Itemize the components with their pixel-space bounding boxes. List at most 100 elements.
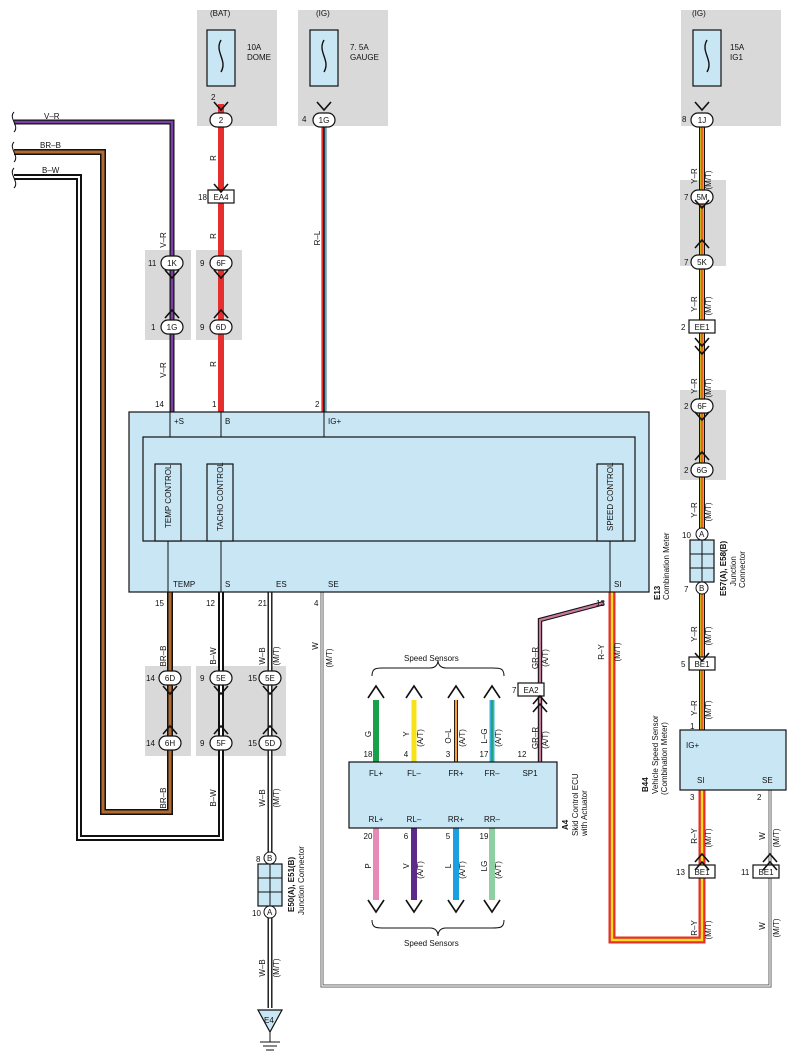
wire-w-se — [320, 592, 772, 988]
ecu-bottom-term: RR+ — [448, 815, 465, 824]
wire-v-r — [14, 119, 175, 412]
wire-color-label: (M/T) — [704, 700, 713, 719]
ecu-name1: Skid Control ECU — [571, 773, 580, 836]
wire-color-label: P — [364, 863, 373, 868]
ecu-top-pin: 12 — [518, 750, 527, 759]
wire-color-label: BR–B — [159, 788, 168, 809]
wire-color-label: B–W — [209, 647, 218, 665]
connector-6h: 6H — [158, 735, 182, 751]
ecu-bottom-pin: 5 — [446, 832, 451, 841]
connector-chevrons — [162, 101, 778, 871]
wire-color-label: L — [444, 863, 453, 868]
speed-control-label: SPEED CONTROL — [606, 462, 615, 531]
meter-term-se: SE — [328, 580, 339, 589]
connector-5e-b-id: 5E — [265, 674, 275, 683]
ecu-name2: with Actuator — [580, 790, 589, 837]
connector-dome: 2 — [209, 112, 233, 128]
wire-break-marks — [11, 111, 17, 189]
ecu-top-pin: 4 — [404, 750, 409, 759]
wire-color-label: (A/T) — [458, 729, 467, 747]
left-wire-labels: V–R BR–B B–W — [40, 112, 61, 175]
ecu-bottom-term: RL– — [407, 815, 422, 824]
ecu-top-term: FL– — [407, 769, 421, 778]
wire-color-label: W — [311, 642, 320, 650]
vss-term-ig: IG+ — [686, 741, 699, 750]
meter-pin-s2: 12 — [206, 599, 215, 608]
connector-1k: 1K — [160, 255, 184, 271]
5m-pin: 7 — [684, 193, 689, 202]
jc-left-labels: 8 B 10 A E50(A), E51(B) Junction Connect… — [252, 846, 306, 918]
connector-ea2: EA2 — [517, 682, 545, 697]
wire-color-label: V–R — [159, 232, 168, 248]
gauge-fuse-icon — [309, 29, 339, 87]
meter-term-si: SI — [614, 580, 622, 589]
ground-icon — [256, 1009, 284, 1051]
wire-color-label: R–Y — [597, 644, 606, 660]
ea2-pin: 7 — [512, 686, 517, 695]
connector-5m-id: 5M — [696, 193, 707, 202]
gauge-pin: 4 — [302, 115, 307, 124]
jc-right-top-pin: 10 — [682, 531, 691, 540]
meter-term-es: ES — [276, 580, 287, 589]
6f-pin: 9 — [200, 259, 205, 268]
bat-supply-label: (BAT) — [210, 9, 231, 18]
temp-control-label: TEMP CONTROL — [164, 464, 173, 528]
tacho-control-label: TACHO CONTROL — [216, 462, 225, 531]
wire-color-label: Y–R — [690, 626, 699, 642]
e4-ground-label: E4 — [264, 1016, 274, 1025]
jc-right-bot-pin: 7 — [684, 585, 689, 594]
meter-term-temp: TEMP — [173, 580, 195, 589]
wire-color-label: (M/T) — [704, 920, 713, 939]
connector-5e-b: 5E — [258, 670, 282, 686]
wire-color-label: LG — [480, 861, 489, 872]
wire-color-label: O–L — [444, 728, 453, 744]
jc-left-name: Junction Connector — [297, 846, 306, 915]
connector-ig1-id: 1J — [698, 116, 706, 125]
vss-code: B44 — [641, 777, 650, 792]
speed-sensors-bottom-label: Speed Sensors — [404, 939, 459, 948]
meter-term-s: +S — [174, 417, 184, 426]
ecu-bottom-term: RL+ — [369, 815, 384, 824]
wire-r-l — [321, 126, 327, 412]
connector-5d: 5D — [258, 735, 282, 751]
gauge-fuse-name: GAUGE — [350, 53, 379, 62]
wire-color-label: G — [364, 731, 373, 737]
jc-right-top-letter: A — [699, 530, 705, 539]
connector-6g: 6G — [690, 462, 714, 478]
gauge-fuse-rating: 7. 5A — [350, 43, 369, 52]
wire-color-label: GR–R — [531, 727, 540, 749]
ecu-bottom-term: RR– — [484, 815, 501, 824]
wire-color-label: R–Y — [690, 828, 699, 844]
wire-color-label: V–R — [159, 362, 168, 378]
jc-left-code: E50(A), E51(B) — [287, 857, 296, 912]
connector-be1-b-id: BE1 — [694, 868, 710, 877]
connector-5k-id: 5K — [697, 258, 707, 267]
connector-be1-c: BE1 — [752, 864, 780, 879]
wire-color-label: (A/T) — [541, 649, 550, 667]
wire-color-label: (M/T) — [272, 958, 281, 977]
wire-color-label: B–W — [209, 789, 218, 807]
vss-name2: (Combination Meter) — [660, 722, 669, 795]
wire-color-label: R–L — [313, 230, 322, 245]
dome-fuse-name: DOME — [247, 53, 271, 62]
tacho-control-box — [206, 463, 234, 542]
connector-1g: 1G — [160, 319, 184, 335]
jc-left-top-pin: 8 — [256, 855, 261, 864]
ecu-bottom-pin: 6 — [404, 832, 409, 841]
wire-color-label: Y–R — [690, 502, 699, 518]
ecu-bottom-pin: 20 — [364, 832, 373, 841]
connector-be1-a: BE1 — [688, 656, 716, 671]
wire-color-label: (M/T) — [272, 646, 281, 665]
dome-fuse-icon — [206, 29, 236, 87]
connector-be1-c-id: BE1 — [758, 868, 774, 877]
meter-pin-es: 21 — [258, 599, 267, 608]
vss-pin-ig: 1 — [690, 722, 695, 731]
6d-b-pin: 14 — [146, 674, 155, 683]
connector-ea4-id: EA4 — [213, 193, 229, 202]
jc-right-code: E57(A), E58(B) — [719, 541, 728, 596]
wire-color-label: (A/T) — [416, 729, 425, 747]
meter-pin-temp: 15 — [155, 599, 164, 608]
wire-color-label: R–Y — [690, 920, 699, 936]
wire-color-label: Y–R — [690, 378, 699, 394]
ecu-top-term: FR– — [484, 769, 500, 778]
